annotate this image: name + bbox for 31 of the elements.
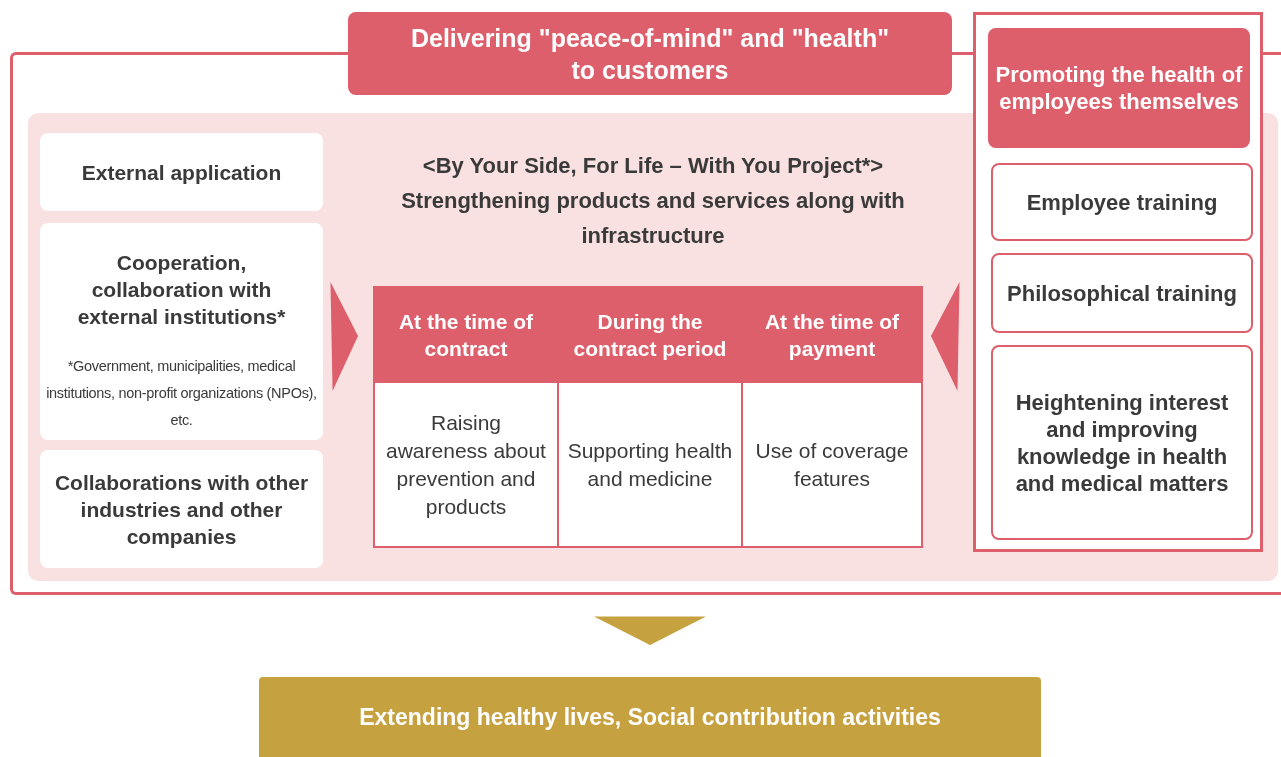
goal-box: Extending healthy lives, Social contribution activities [259, 677, 1041, 757]
chevron-arrow [330, 282, 359, 391]
table-column [741, 286, 923, 548]
cell-text: Supporting health and medicine [566, 437, 734, 492]
text-card [40, 223, 323, 440]
card-text: Philosophical training [1006, 279, 1238, 308]
text-card [991, 345, 1253, 540]
footnote: *Government, municipalities, medical institutions, non-profit organizations (NPOs), etc. [45, 356, 318, 430]
card-text: Collaborations with other industries and other companies [53, 469, 310, 550]
text-card [40, 133, 323, 211]
cell-text: Raising awareness about prevention and products [385, 409, 547, 520]
table-column [557, 286, 743, 548]
card-text: Employee training [1025, 188, 1219, 217]
text-card [40, 450, 323, 568]
group-frame [973, 12, 1263, 552]
card-text: External application [80, 159, 283, 186]
heading-banner: Delivering "peace-of-mind" and "health" to customers [348, 12, 952, 95]
text-card [991, 253, 1253, 333]
cell-text: Use of coverage features [754, 437, 910, 492]
section-heading: Strengthening products and services along with infrastructure [400, 187, 906, 250]
column-header: At the time of payment [741, 286, 923, 383]
group-heading: Promoting the health of employees themselves [988, 28, 1250, 148]
card-text: Heightening interest and improving knowledge in health and medical matters [1014, 388, 1230, 498]
chevron-arrow [930, 282, 960, 391]
chevron-arrow [594, 616, 706, 646]
card-text: Cooperation, collaboration with external institutions* [76, 249, 287, 330]
project-title: <By Your Side, For Life – With You Project*> [421, 151, 885, 180]
column-header: During the contract period [557, 286, 743, 383]
column-header: At the time of contract [373, 286, 559, 383]
table-column [373, 286, 559, 548]
text-card [991, 163, 1253, 241]
